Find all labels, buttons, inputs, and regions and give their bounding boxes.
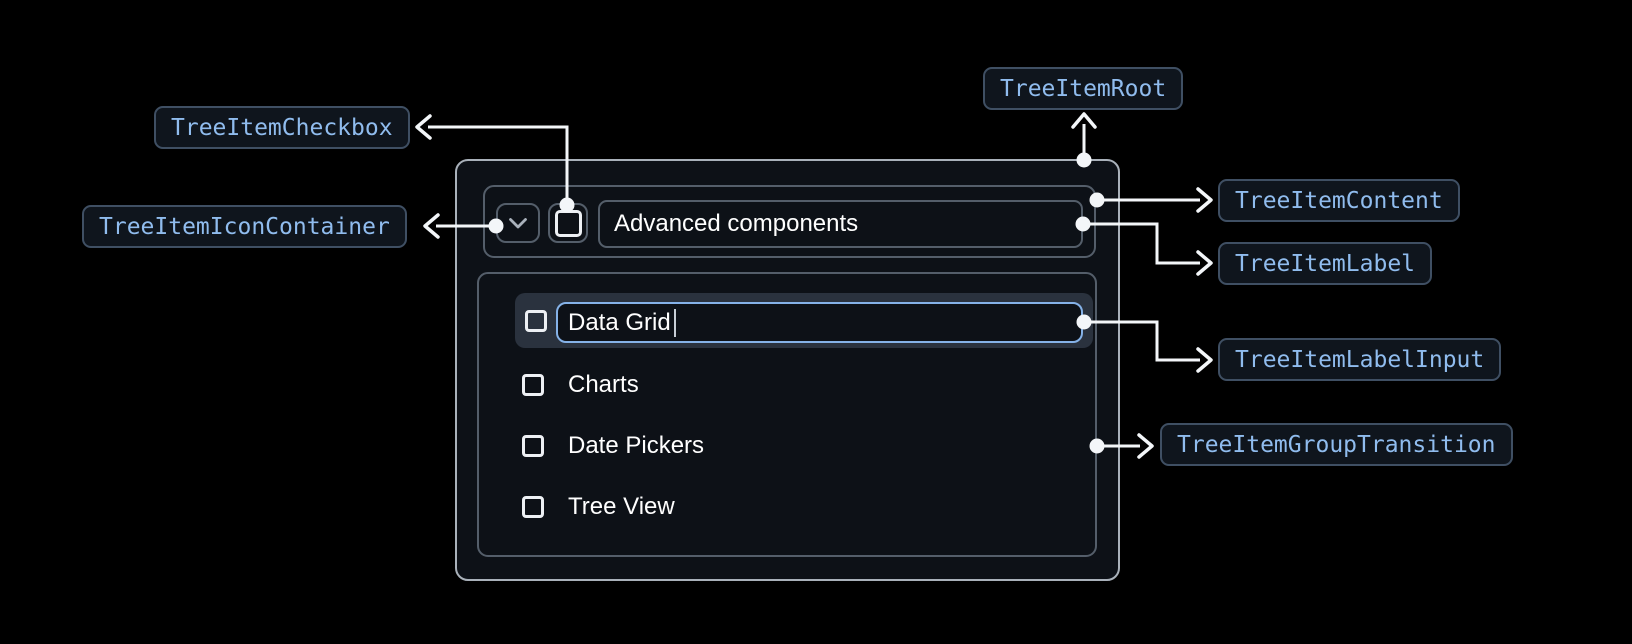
tree-item-group-transition-box [477,272,1097,557]
chip-tree-item-root: TreeItemRoot [983,67,1184,110]
chip-tree-item-group-transition: TreeItemGroupTransition [1160,423,1513,466]
arrow-left-icon [417,116,430,138]
tree-row-tree-view[interactable]: Tree View [505,485,1085,529]
checkbox-unchecked-icon [554,209,582,237]
arrow-right-icon [1198,189,1211,211]
arrow-right-icon [1198,252,1211,274]
arrow-up-icon [1073,114,1095,127]
arrow-left-icon [425,215,438,237]
tree-row-charts[interactable]: Charts [505,363,1085,407]
chip-tree-item-icon-container: TreeItemIconContainer [82,205,407,248]
tree-item-root-box: Advanced components Data Grid Charts Dat… [455,159,1120,581]
tree-row-editing[interactable]: Data Grid [515,293,1093,348]
expand-collapse-button[interactable] [496,203,540,243]
checkbox-unchecked-icon[interactable] [522,496,544,518]
tree-item-label-text: Tree View [568,493,675,520]
checkbox-unchecked-icon[interactable] [522,374,544,396]
chip-tree-item-label: TreeItemLabel [1218,242,1433,285]
label-input-value: Data Grid [568,308,671,336]
tree-item-label-text: Date Pickers [568,432,705,459]
tree-item-label-box[interactable]: Advanced components [598,200,1083,248]
tree-item-label-text: Advanced components [614,210,859,237]
tree-item-checkbox-button[interactable] [548,203,588,243]
chevron-down-icon [509,217,527,228]
tree-item-label-text: Charts [568,371,639,398]
arrow-right-icon [1139,435,1152,457]
chip-tree-item-checkbox: TreeItemCheckbox [154,106,410,149]
text-caret-icon [673,308,677,337]
tree-item-label-input-field[interactable]: Data Grid [556,302,1083,343]
arrow-right-icon [1198,349,1211,371]
chip-tree-item-content: TreeItemContent [1218,179,1460,222]
chip-tree-item-label-input: TreeItemLabelInput [1218,338,1502,381]
checkbox-unchecked-icon[interactable] [525,310,547,332]
tree-row-date-pickers[interactable]: Date Pickers [505,424,1085,468]
checkbox-unchecked-icon[interactable] [522,435,544,457]
